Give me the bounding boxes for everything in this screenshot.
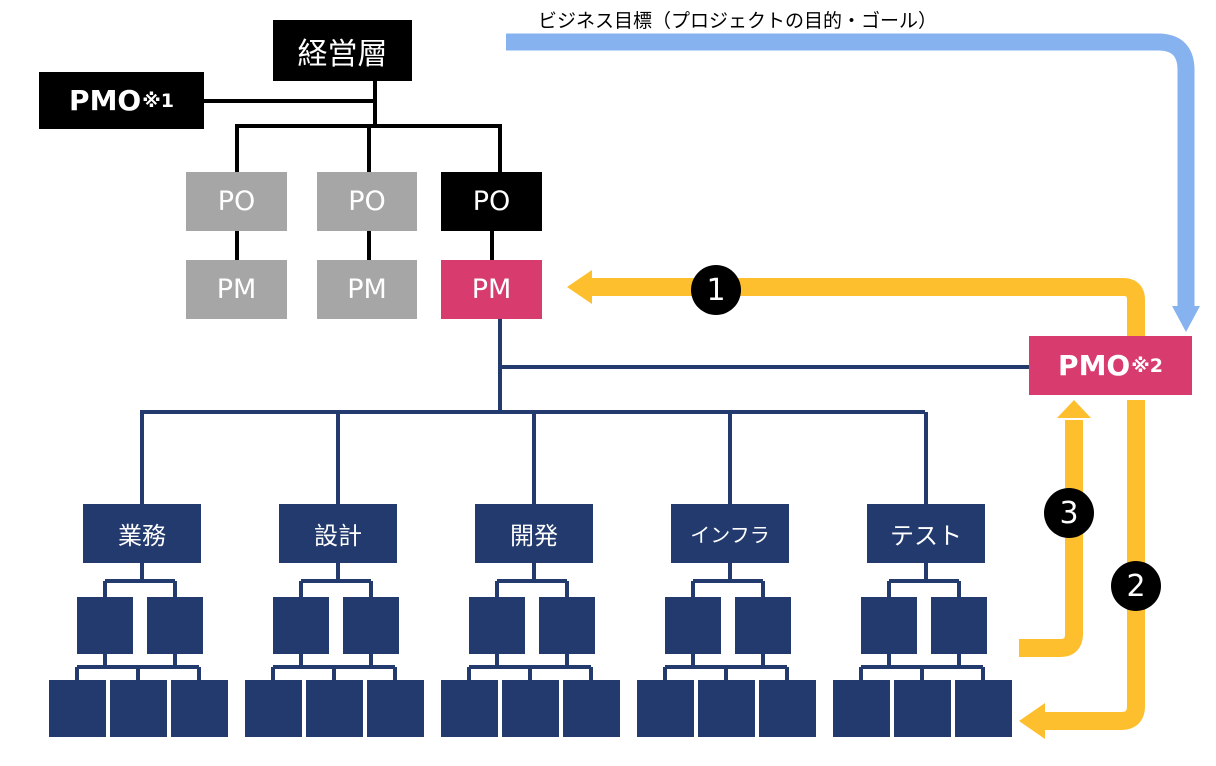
member-box	[441, 680, 498, 737]
member-box	[759, 680, 816, 737]
step-3-number: 3	[1059, 495, 1079, 531]
department-label: テスト	[890, 522, 962, 550]
member-box	[563, 680, 620, 737]
step2-arrowhead	[1019, 703, 1045, 739]
member-box	[367, 680, 424, 737]
sub-team-box	[273, 597, 329, 654]
pmo1-note: ※1	[142, 89, 174, 112]
step3-arrow	[1019, 420, 1083, 657]
step3-arrowhead	[1057, 400, 1091, 418]
member-box	[171, 680, 228, 737]
sub-team-box	[735, 597, 791, 654]
pm-box-2: PM	[317, 260, 417, 319]
pmo2-note: ※2	[1131, 354, 1163, 377]
po-label: PO	[472, 186, 511, 217]
sub-team-box	[665, 597, 721, 654]
step1-arrow	[590, 278, 1145, 336]
member-box	[306, 680, 363, 737]
step2-arrow	[1042, 400, 1145, 730]
step1-arrowhead	[567, 270, 592, 304]
member-box	[698, 680, 755, 737]
executive-label: 経営層	[297, 36, 388, 72]
business-goal-label: ビジネス目標（プロジェクトの目的・ゴール）	[538, 10, 938, 32]
po-label: PO	[348, 186, 386, 217]
sub-team-box	[931, 597, 987, 654]
po-box-2: PO	[317, 172, 417, 231]
sub-team-box	[77, 597, 133, 654]
pm-box-1: PM	[186, 260, 287, 319]
pmo2-label: PMO	[1058, 349, 1131, 382]
member-box	[833, 680, 890, 737]
member-box	[894, 680, 951, 737]
sub-team-box	[861, 597, 917, 654]
pmo1-box: PMO※1	[39, 72, 204, 129]
pm-label: PM	[347, 274, 387, 305]
member-box	[637, 680, 694, 737]
step-1-badge: 1	[691, 265, 741, 315]
pm-label: PM	[471, 274, 512, 305]
po-label: PO	[217, 186, 256, 217]
business-goal-arrowhead	[1172, 306, 1200, 332]
department-box: 設計	[279, 504, 397, 563]
pm-label: PM	[216, 274, 257, 305]
step-2-number: 2	[1126, 568, 1146, 604]
department-label: 設計	[314, 522, 362, 550]
department-box: 業務	[83, 504, 201, 563]
sub-team-box	[343, 597, 399, 654]
pmo2-box: PMO※2	[1029, 336, 1192, 395]
member-box	[955, 680, 1012, 737]
pm-box-3-highlighted: PM	[441, 260, 542, 319]
sub-team-box	[147, 597, 203, 654]
member-box	[245, 680, 302, 737]
department-label: インフラ	[690, 523, 770, 547]
pmo1-label: PMO	[69, 84, 142, 117]
department-label: 業務	[118, 522, 166, 550]
sub-team-box	[539, 597, 595, 654]
member-box	[110, 680, 167, 737]
department-box: テスト	[867, 504, 985, 563]
team-member-boxes	[49, 597, 1012, 737]
sub-team-box	[469, 597, 525, 654]
po-box-3: PO	[441, 172, 542, 231]
member-box	[502, 680, 559, 737]
team-connectors	[75, 319, 1029, 680]
member-box	[49, 680, 106, 737]
department-box: 開発	[475, 504, 593, 563]
department-box: インフラ	[671, 504, 789, 563]
department-label: 開発	[510, 522, 558, 550]
executive-connectors	[204, 81, 502, 260]
step-3-badge: 3	[1044, 488, 1094, 538]
step-2-badge: 2	[1111, 561, 1161, 611]
executive-box: 経営層	[273, 20, 412, 81]
step-1-number: 1	[706, 272, 726, 308]
business-goal-arrow	[506, 33, 1195, 308]
po-box-1: PO	[186, 172, 287, 231]
